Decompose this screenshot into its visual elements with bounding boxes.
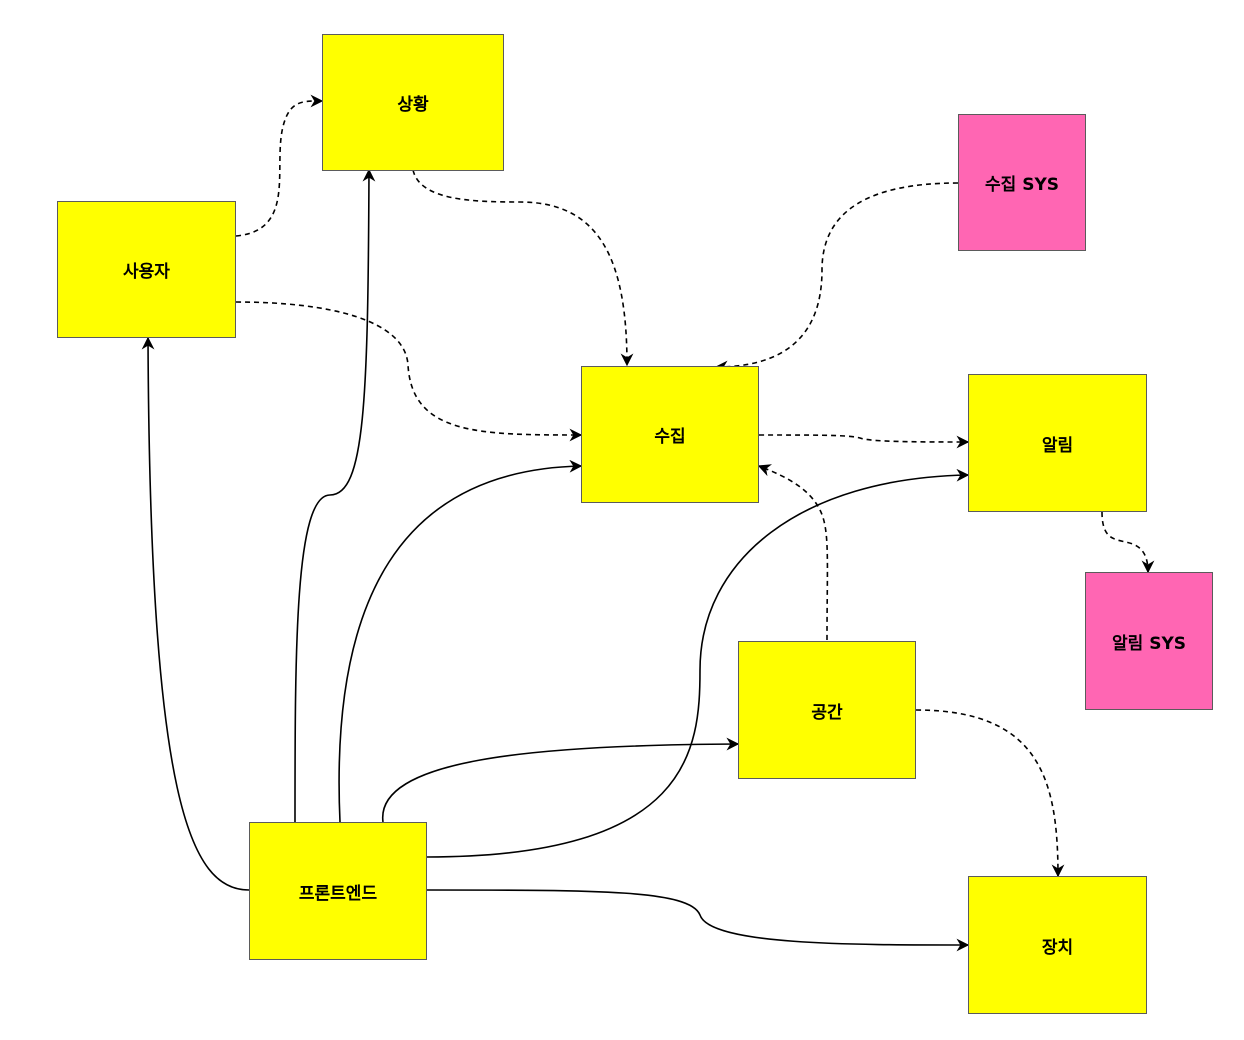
edge-user-to-collect bbox=[235, 301, 583, 442]
edge-frontend-to-space bbox=[382, 737, 740, 823]
edge-frontend-to-situation bbox=[294, 168, 376, 823]
node-user[interactable]: 사용자 bbox=[57, 201, 236, 338]
edge-situation-to-collect bbox=[412, 169, 634, 367]
node-collect[interactable]: 수집 bbox=[581, 366, 759, 503]
edge-collectsys-to-collect bbox=[714, 182, 959, 374]
edge-space-to-device bbox=[915, 709, 1065, 878]
node-notify-sys[interactable]: 알림 SYS bbox=[1085, 572, 1213, 710]
node-space[interactable]: 공간 bbox=[738, 641, 916, 779]
node-device[interactable]: 장치 bbox=[968, 876, 1147, 1014]
node-collect-sys[interactable]: 수집 SYS bbox=[958, 114, 1086, 251]
edge-user-to-situation bbox=[235, 94, 324, 237]
edge-space-to-collect bbox=[757, 464, 829, 641]
edge-frontend-to-device bbox=[426, 889, 970, 952]
edge-frontend-to-collect bbox=[338, 459, 583, 823]
node-notify[interactable]: 알림 bbox=[968, 374, 1147, 512]
edge-notify-to-notifysys bbox=[1101, 511, 1155, 574]
edge-collect-to-notify bbox=[758, 434, 970, 449]
node-situation[interactable]: 상황 bbox=[322, 34, 504, 171]
edge-frontend-to-user bbox=[141, 336, 250, 891]
node-frontend[interactable]: 프론트엔드 bbox=[249, 822, 427, 960]
edge-frontend-to-notify bbox=[426, 468, 970, 858]
